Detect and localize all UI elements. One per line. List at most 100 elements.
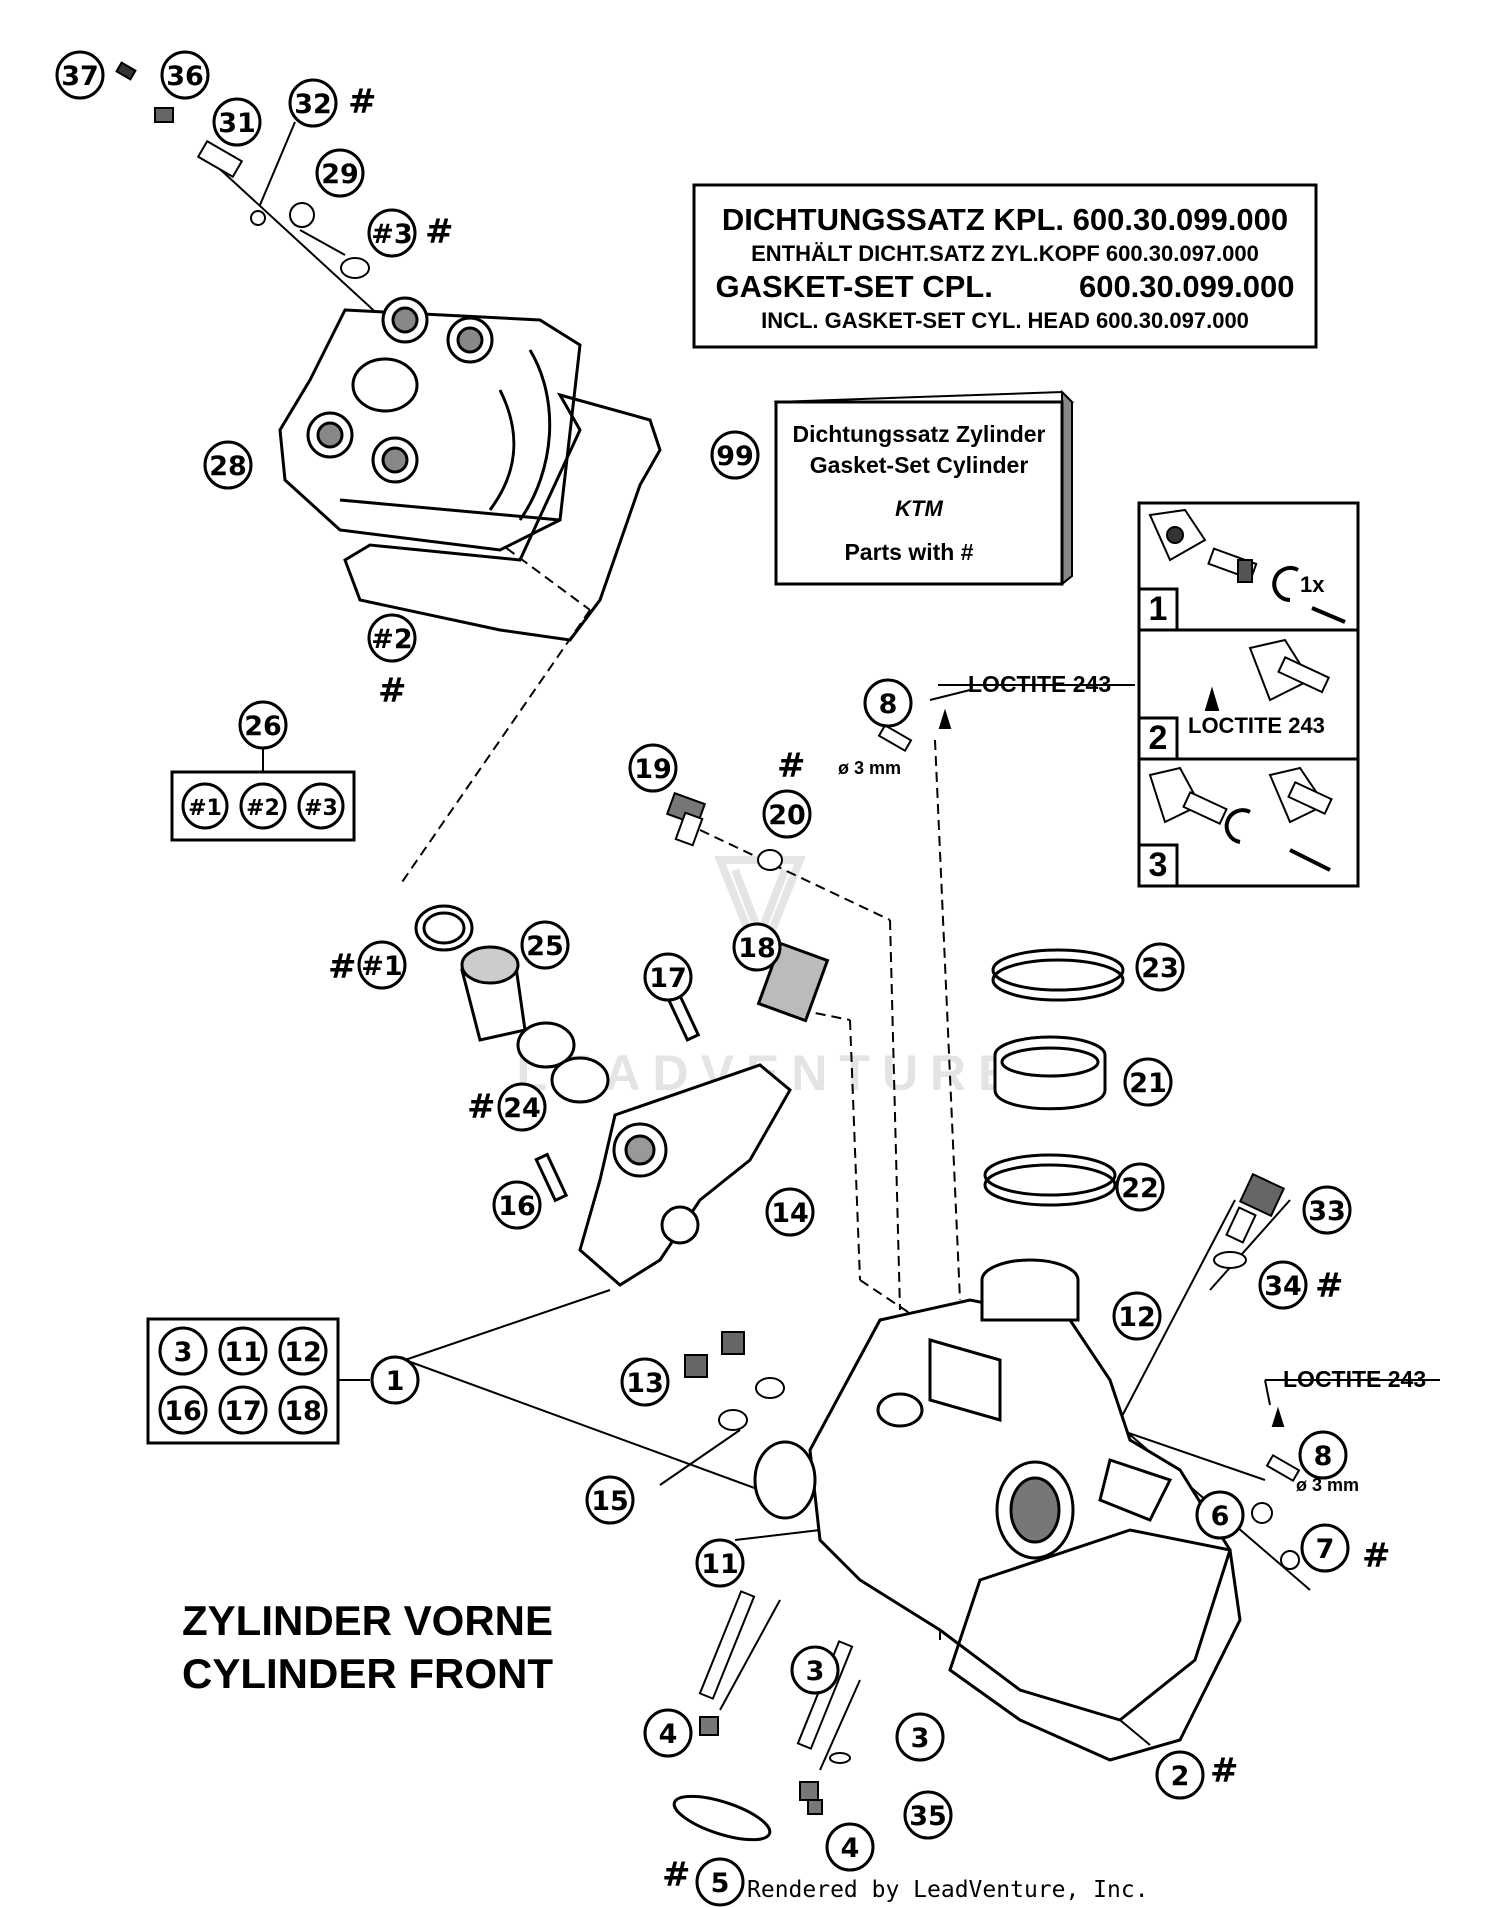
callout-37-label: 37 (61, 61, 99, 92)
callout-18-label: 18 (738, 933, 776, 964)
step-2-note: LOCTITE 243 (1188, 713, 1325, 738)
callout-29-label: 29 (321, 159, 359, 190)
callout-35-label: 35 (909, 1801, 947, 1832)
callout-24: 24 (497, 1082, 547, 1132)
callout-6-label: 6 (1211, 1501, 1230, 1532)
callout-h1: #1 (357, 940, 407, 990)
callout-36-label: 36 (166, 61, 204, 92)
callout-13-label: 13 (626, 1368, 664, 1399)
callout-29: 29 (315, 148, 365, 198)
push-arrow-icon (1311, 606, 1346, 624)
callout-32: 32 (288, 78, 338, 128)
temperature-sensor (1213, 1172, 1286, 1269)
callout-99: 99 (710, 430, 760, 480)
callout-17-label: 17 (649, 963, 687, 994)
gasket-box-line2: ENTHÄLT DICHT.SATZ ZYL.KOPF 600.30.097.0… (751, 241, 1259, 266)
step-1-number: 1 (1149, 590, 1168, 628)
callout-31-label: 31 (218, 108, 256, 139)
kit-box-line1: Dichtungssatz Zylinder (792, 421, 1045, 447)
hash-marks: # # # # # # # # # # (328, 82, 1391, 1895)
callout-4a-label: 4 (659, 1719, 678, 1750)
svg-text:3: 3 (174, 1337, 193, 1368)
gasket-kit-package: Dichtungssatz Zylinder Gasket-Set Cylind… (773, 389, 1075, 587)
callout-2: 2 (1155, 1750, 1205, 1800)
callout-20-label: 20 (768, 800, 806, 831)
callout-h2-label: #2 (371, 624, 412, 655)
callout-23: 23 (1135, 942, 1185, 992)
svg-text:#1: #1 (188, 796, 222, 821)
loctite-label-top: LOCTITE 243 (968, 671, 1111, 697)
intake-flange-and-clamps (983, 948, 1125, 1207)
installation-steps-panel: 1 1x 2 LOCTITE 243 3 (1137, 501, 1360, 888)
hash-mark: # (378, 671, 407, 711)
kit-box-line3: Parts with # (844, 539, 973, 565)
callout-8b-label: 8 (1314, 1441, 1333, 1472)
svg-text:12: 12 (284, 1337, 322, 1368)
callout-21: 21 (1123, 1057, 1173, 1107)
svg-text:18: 18 (284, 1396, 322, 1427)
hash-mark: # (467, 1087, 496, 1127)
step-2-number: 2 (1149, 719, 1168, 757)
callout-15-label: 15 (591, 1486, 629, 1517)
small-screws (807, 708, 1301, 1815)
callout-4a: 4 (643, 1708, 693, 1758)
callout-7: 7 (1300, 1523, 1350, 1573)
group-26-gasket-kit: 26 #1 #2 #3 (170, 700, 356, 842)
callout-8b: 8 (1298, 1430, 1348, 1480)
hash-mark: # (662, 1855, 691, 1895)
callout-23-label: 23 (1141, 953, 1179, 984)
callout-35: 35 (903, 1790, 953, 1840)
callout-3a-label: 3 (806, 1656, 825, 1687)
callout-33-label: 33 (1308, 1196, 1346, 1227)
callout-36: 36 (160, 50, 210, 100)
title-english: CYLINDER FRONT (182, 1650, 553, 1697)
hash-mark: # (328, 947, 357, 987)
callout-11-label: 11 (701, 1549, 739, 1580)
callout-33: 33 (1302, 1185, 1352, 1235)
kit-box-line2: Gasket-Set Cylinder (810, 452, 1029, 478)
callout-25: 25 (520, 920, 570, 970)
o-ring (672, 1794, 772, 1842)
callout-31: 31 (212, 97, 262, 147)
callout-22-label: 22 (1121, 1173, 1159, 1204)
hash-mark: # (1210, 1751, 1239, 1791)
svg-text:17: 17 (224, 1396, 262, 1427)
callout-28: 28 (203, 440, 253, 490)
svg-text:1: 1 (386, 1366, 405, 1397)
svg-text:#3: #3 (304, 796, 338, 821)
small-hardware-top (115, 61, 370, 279)
step-2-illustration (1204, 638, 1331, 711)
shims-and-tappet (414, 904, 610, 1104)
callout-5-label: 5 (711, 1868, 730, 1899)
gasket-box-line3: GASKET-SET CPL. 600.30.099.000 (716, 269, 1295, 304)
callout-3b-label: 3 (911, 1723, 930, 1754)
callout-15: 15 (585, 1475, 635, 1525)
footer-credit: Rendered by LeadVenture, Inc. (747, 1877, 1149, 1903)
callout-h1-label: #1 (361, 951, 402, 982)
ktm-logo: KTM (895, 496, 943, 521)
callout-4b-label: 4 (841, 1833, 860, 1864)
callout-25-label: 25 (526, 931, 564, 962)
callout-12-label: 12 (1118, 1302, 1156, 1333)
callout-4b: 4 (825, 1822, 875, 1872)
callout-14-label: 14 (771, 1198, 809, 1229)
valve-cover-gasket (343, 392, 662, 642)
hash-mark: # (1362, 1536, 1391, 1576)
gasket-set-box: DICHTUNGSSATZ KPL. 600.30.099.000 ENTHÄL… (692, 183, 1318, 349)
studs (698, 1590, 854, 1801)
callout-8a: 8 (863, 678, 913, 728)
rotate-arrow-icon (1224, 808, 1251, 844)
svg-text:16: 16 (164, 1396, 202, 1427)
callout-21-label: 21 (1129, 1068, 1167, 1099)
gasket-box-line1: DICHTUNGSSATZ KPL. 600.30.099.000 (722, 202, 1288, 237)
cylinder-head (753, 1258, 1232, 1722)
callout-h3-label: #3 (371, 219, 412, 250)
callout-19-label: 19 (634, 754, 672, 785)
step-1-illustration (1148, 508, 1258, 583)
nuts-and-washers (684, 1331, 785, 1431)
title-german: ZYLINDER VORNE (182, 1597, 553, 1644)
diameter-label-top: ø 3 mm (838, 758, 901, 778)
svg-text:#2: #2 (246, 796, 280, 821)
loctite-label-right: LOCTITE 243 (1283, 1366, 1426, 1392)
